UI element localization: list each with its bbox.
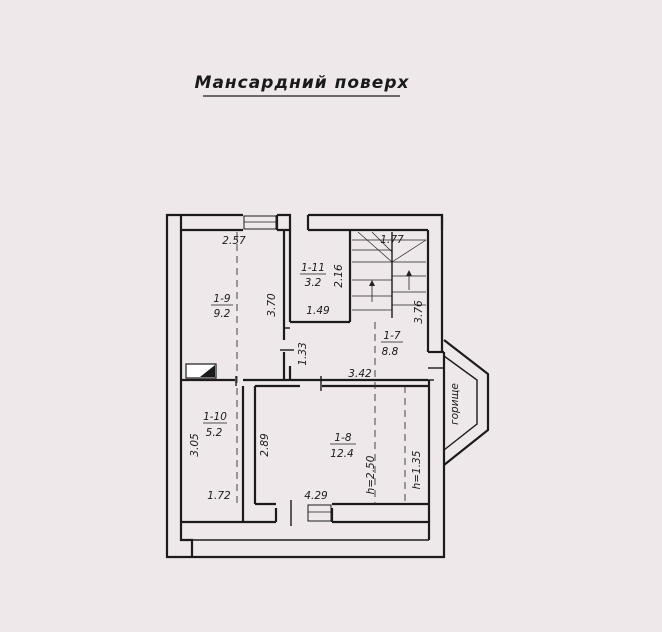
room-area-1-7: 8.8: [382, 346, 399, 358]
room-area-1-10: 5.2: [206, 427, 223, 439]
outer-walls: [165, 213, 446, 559]
attic-label: горище: [449, 383, 461, 425]
height-1-35: h=1.35: [411, 450, 423, 489]
dim-3-70: 3.70: [266, 293, 278, 317]
ceiling-heights: h=2.50 h=1.35: [365, 450, 423, 494]
room-area-1-8: 12.4: [330, 448, 353, 460]
dim-2-16: 2.16: [333, 264, 345, 288]
dim-4-29: 4.29: [304, 490, 328, 502]
room-id-1-8: 1-8: [334, 432, 351, 444]
dimension-labels: 2.57 3.70 2.16 1.49 1.77 3.76 1.33 3.42 …: [189, 234, 425, 502]
dim-1-33: 1.33: [297, 342, 309, 365]
staircase: [352, 231, 427, 318]
dim-1-77: 1.77: [380, 234, 404, 246]
room-id-1-11: 1-11: [301, 262, 325, 274]
room-area-1-11: 3.2: [305, 277, 322, 289]
dim-2-57: 2.57: [222, 235, 246, 247]
attic-bay: [428, 339, 490, 466]
room-area-1-9: 9.2: [214, 308, 231, 320]
room-id-1-9: 1-9: [213, 293, 230, 305]
room-id-1-10: 1-10: [203, 411, 227, 423]
room-labels: 1-9 9.2 1-11 3.2 1-7 8.8 1-10 5.2 1-8 12…: [203, 262, 403, 460]
room-id-1-7: 1-7: [383, 330, 400, 342]
openings: [185, 215, 434, 526]
roof-slope-lines: [236, 232, 406, 504]
height-2-50: h=2.50: [365, 455, 377, 494]
dim-3-05: 3.05: [189, 433, 201, 457]
dim-2-89: 2.89: [259, 433, 271, 457]
plan-title: Мансардний поверх: [195, 73, 410, 93]
interior-walls: [181, 230, 429, 522]
dim-1-49: 1.49: [306, 305, 330, 317]
dim-3-42: 3.42: [348, 368, 372, 380]
dim-3-76: 3.76: [413, 300, 425, 324]
dim-1-72: 1.72: [207, 490, 231, 502]
